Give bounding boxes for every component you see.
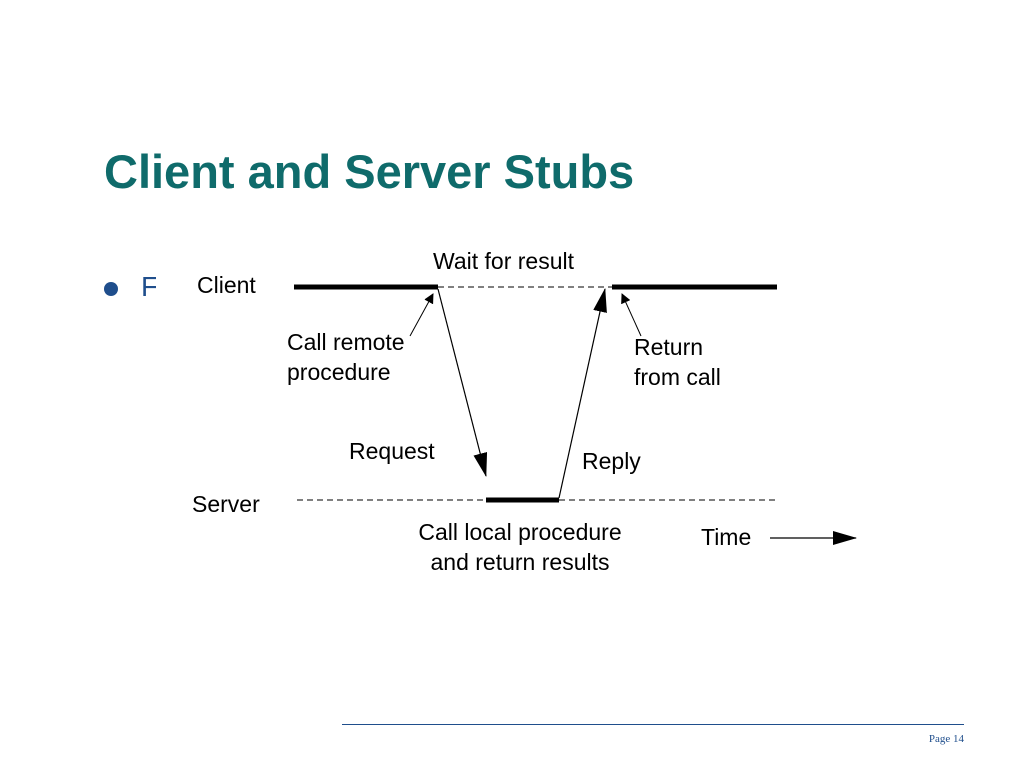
call-local-label-line1: Call local procedure xyxy=(418,519,621,545)
call-remote-label-line2: procedure xyxy=(287,359,391,385)
diagram-background xyxy=(156,238,876,586)
slide-title: Client and Server Stubs xyxy=(104,145,635,198)
call-remote-pointer-arrow xyxy=(409,293,434,337)
bullet-dot xyxy=(104,282,118,296)
reply-label: Reply xyxy=(582,448,641,474)
return-pointer-arrow xyxy=(621,293,642,337)
return-label-line1: Return xyxy=(634,334,703,360)
client-label: Client xyxy=(197,272,256,298)
server-label: Server xyxy=(192,491,260,517)
return-label-line2: from call xyxy=(634,364,721,390)
time-label: Time xyxy=(701,524,751,550)
footer-rule xyxy=(342,724,964,725)
reply-arrow xyxy=(558,288,607,499)
request-arrow xyxy=(437,288,488,477)
page-number: Page 14 xyxy=(928,733,964,745)
request-label: Request xyxy=(349,438,435,464)
call-local-label-line2: and return results xyxy=(431,549,610,575)
bullet-text: F xyxy=(141,271,159,302)
wait-label: Wait for result xyxy=(433,248,575,274)
call-remote-label-line1: Call remote xyxy=(287,329,405,355)
